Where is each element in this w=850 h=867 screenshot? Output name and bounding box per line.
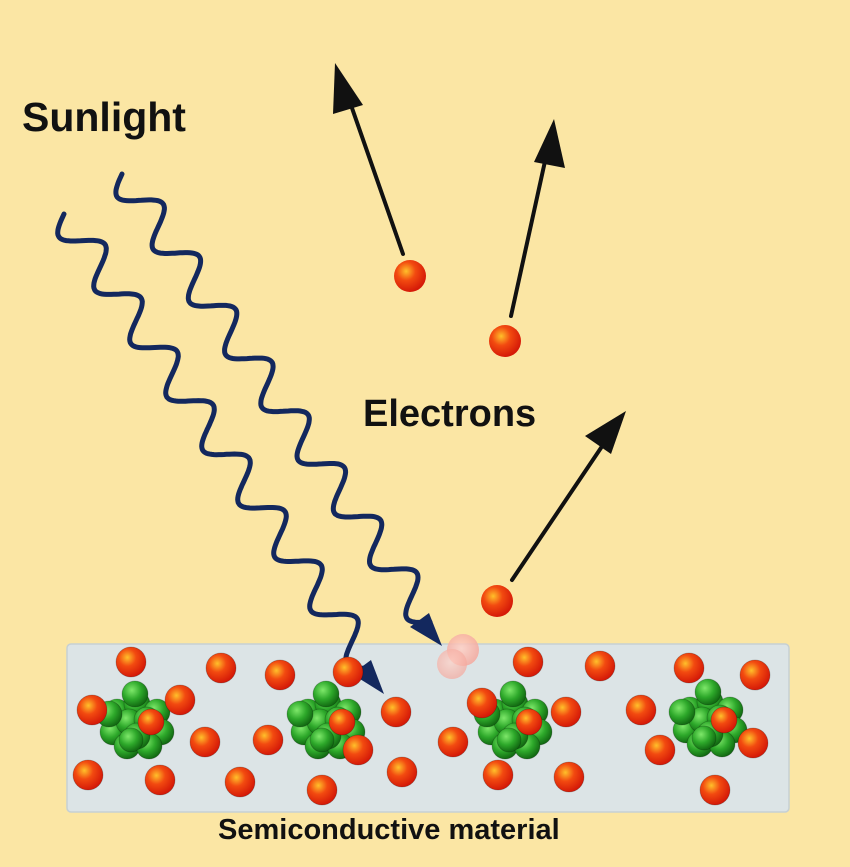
ejecting-electron — [437, 649, 467, 679]
electron — [737, 727, 769, 759]
electron — [264, 659, 296, 691]
nucleon — [694, 678, 722, 706]
electron — [72, 759, 104, 791]
electron — [437, 726, 469, 758]
electron — [584, 650, 616, 682]
electron — [482, 759, 514, 791]
electron — [205, 652, 237, 684]
electron — [512, 646, 544, 678]
nucleon — [496, 727, 522, 753]
proton — [710, 706, 738, 734]
proton — [137, 708, 165, 736]
electron — [644, 734, 676, 766]
electrons-label: Electrons — [363, 393, 537, 435]
electron — [252, 724, 284, 756]
electron — [115, 646, 147, 678]
electron — [739, 659, 771, 691]
electron — [144, 764, 176, 796]
arrowhead-icon — [333, 63, 363, 114]
sunlight-label: Sunlight — [22, 94, 186, 140]
atom-nucleus — [668, 678, 748, 758]
electron — [332, 656, 364, 688]
electron — [553, 761, 585, 793]
arrowhead-icon — [585, 411, 626, 454]
nucleon — [286, 700, 314, 728]
electron — [164, 684, 196, 716]
atom-nucleus — [95, 680, 175, 760]
nucleon — [691, 725, 717, 751]
semiconductive-material-label: Semiconductive material — [218, 814, 560, 846]
nucleon — [121, 680, 149, 708]
electron — [380, 696, 412, 728]
electron — [699, 774, 731, 806]
emitted-electron — [489, 325, 521, 357]
emitted-electron — [394, 260, 426, 292]
light-wave — [113, 171, 433, 625]
electron-trajectory-arrow — [509, 141, 551, 318]
electron — [625, 694, 657, 726]
nucleon — [309, 727, 335, 753]
electron — [189, 726, 221, 758]
nucleon — [312, 680, 340, 708]
nucleon — [668, 698, 696, 726]
light-wave — [55, 211, 373, 671]
electron-trajectory-arrow — [510, 431, 613, 582]
electron — [342, 734, 374, 766]
electron — [306, 774, 338, 806]
electron — [224, 766, 256, 798]
electron — [550, 696, 582, 728]
arrowhead-icon — [534, 119, 565, 168]
electron — [76, 694, 108, 726]
nucleon — [118, 727, 144, 753]
electron — [466, 687, 498, 719]
nucleon — [499, 680, 527, 708]
electron — [386, 756, 418, 788]
emitted-electron — [481, 585, 513, 617]
electron — [673, 652, 705, 684]
proton — [328, 708, 356, 736]
light-wave-arrowhead — [410, 613, 442, 646]
proton — [515, 708, 543, 736]
electron-trajectory-arrow — [343, 86, 405, 256]
